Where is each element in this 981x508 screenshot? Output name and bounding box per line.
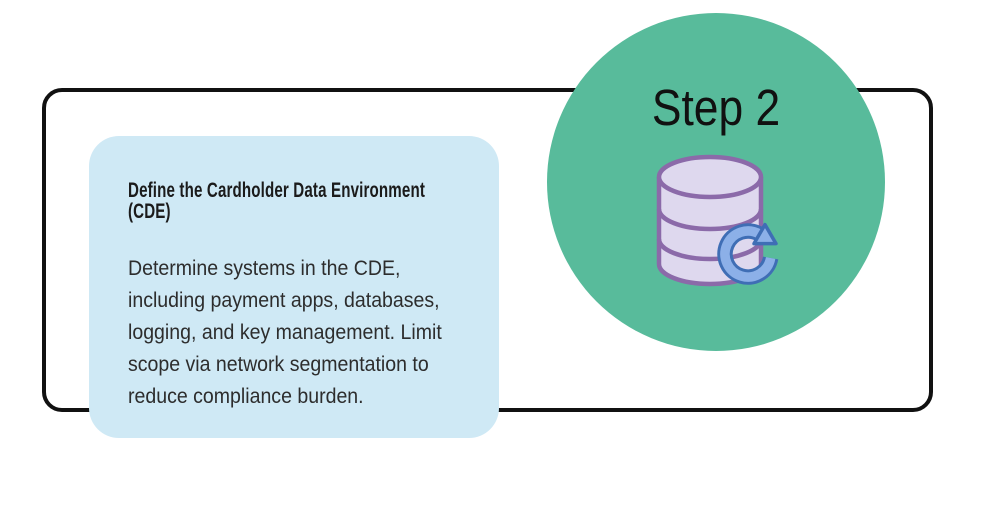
step-label: Step 2	[651, 79, 781, 136]
info-card: Define the Cardholder Data Environment (…	[89, 136, 499, 438]
card-title: Define the Cardholder Data Environment (…	[128, 179, 425, 223]
step-circle: Step 2	[547, 13, 885, 351]
refresh-icon	[717, 222, 779, 285]
card-body-text: Determine systems in the CDE, including …	[128, 257, 442, 408]
database-icon	[656, 154, 779, 287]
